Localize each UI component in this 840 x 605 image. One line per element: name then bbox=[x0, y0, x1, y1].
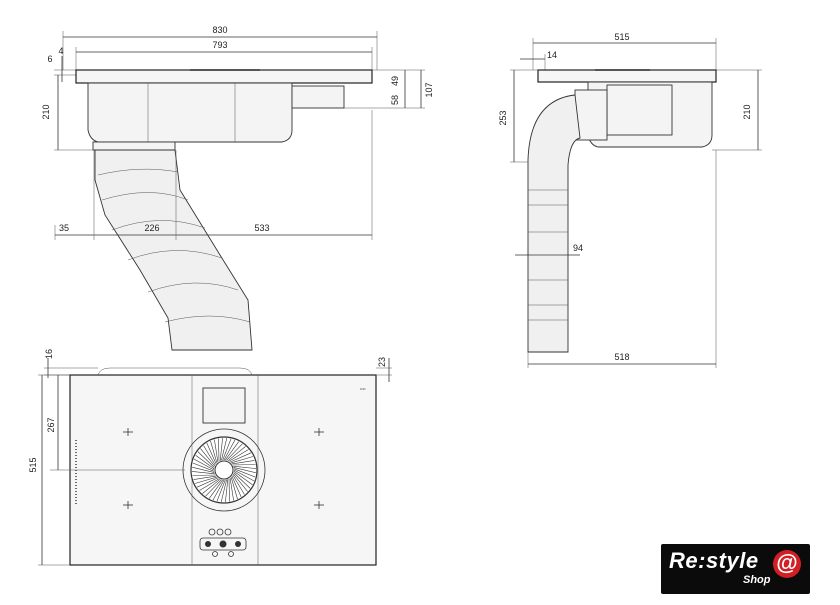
fan-blade-line bbox=[232, 474, 245, 495]
fan-blade-line bbox=[203, 445, 216, 466]
fan-blade-line bbox=[195, 454, 215, 469]
fan-blade-line bbox=[233, 471, 253, 486]
dim-94: 94 bbox=[573, 243, 583, 253]
fan-blade-line bbox=[206, 442, 217, 465]
dim-533: 533 bbox=[254, 223, 269, 233]
fan-blade-line bbox=[193, 475, 217, 480]
fan-blade-line bbox=[221, 438, 228, 461]
fan-blade-line bbox=[231, 460, 255, 465]
end-view: 515 14 253 210 94 bbox=[498, 32, 762, 368]
fan-blade-line bbox=[232, 464, 256, 466]
fan-blade-line bbox=[202, 478, 221, 494]
fan-blade-line bbox=[197, 451, 215, 468]
dim-16: 16 bbox=[44, 349, 54, 359]
fan-blade-line bbox=[205, 479, 222, 497]
fan-blade-line bbox=[192, 462, 215, 472]
fan-blade-line bbox=[218, 438, 220, 462]
fan-blade-line bbox=[193, 458, 215, 471]
fan-blade-line bbox=[222, 438, 232, 461]
dim-793: 793 bbox=[212, 40, 227, 50]
brand-name: Re:style bbox=[669, 548, 759, 573]
dim-518: 518 bbox=[614, 352, 629, 362]
fan-blade-line bbox=[200, 448, 216, 467]
side-collar bbox=[92, 141, 176, 151]
dim-49: 49 bbox=[390, 76, 400, 86]
fan-blade-line bbox=[219, 437, 223, 461]
dim-253: 253 bbox=[498, 110, 508, 125]
svg-text:••••: •••• bbox=[360, 386, 366, 391]
plan-controls bbox=[199, 528, 247, 557]
fan-blade-line bbox=[229, 477, 234, 501]
fan-blade-line bbox=[233, 465, 257, 469]
fan-blade-line bbox=[194, 476, 217, 484]
dim-830: 830 bbox=[212, 25, 227, 35]
dim-515-top: 515 bbox=[614, 32, 629, 42]
fan-blade-line bbox=[230, 477, 238, 500]
side-view: 830 793 6 4 210 bbox=[41, 25, 434, 351]
plan-vent-cover bbox=[202, 387, 246, 424]
fan-blade-line bbox=[220, 479, 227, 502]
fan-blade-line bbox=[233, 468, 256, 478]
side-cooktop-plate bbox=[75, 69, 373, 84]
dim-107: 107 bbox=[424, 82, 434, 97]
fan-grille-lines bbox=[191, 437, 257, 503]
fan-blade-line bbox=[229, 452, 252, 463]
fan-blade-line bbox=[192, 474, 216, 476]
dim-210-left: 210 bbox=[41, 104, 51, 119]
fan-blade-line bbox=[223, 439, 236, 461]
dim-23: 23 bbox=[377, 357, 387, 367]
brand-at-icon: @ bbox=[773, 550, 801, 578]
dim-4: 4 bbox=[58, 46, 63, 56]
dim-14: 14 bbox=[547, 50, 557, 60]
fan-blade-line bbox=[231, 475, 242, 498]
dim-6: 6 bbox=[47, 54, 52, 64]
fan-blade-line bbox=[231, 456, 254, 464]
fan-blade-line bbox=[228, 478, 230, 502]
fan-blade-line bbox=[208, 479, 223, 499]
plan-view: 16 267 bbox=[28, 349, 392, 566]
fan-blade-line bbox=[210, 440, 218, 463]
fan-blade-line bbox=[214, 439, 219, 463]
side-fan-module bbox=[291, 85, 345, 109]
side-housing bbox=[87, 82, 293, 143]
dim-267: 267 bbox=[46, 417, 56, 432]
fan-blade-line bbox=[212, 479, 225, 501]
fan-blade-line bbox=[226, 443, 243, 461]
side-duct bbox=[94, 149, 253, 351]
end-duct bbox=[527, 94, 581, 353]
fan-blade-line bbox=[192, 466, 215, 473]
dim-35: 35 bbox=[59, 223, 69, 233]
fan-blade-line bbox=[199, 478, 220, 491]
fan-blade-line bbox=[216, 479, 226, 502]
fan-blade-line bbox=[233, 467, 256, 474]
fan-blade-line bbox=[232, 473, 248, 492]
fan-blade-line bbox=[228, 449, 249, 462]
fan-blade-line bbox=[227, 446, 246, 462]
end-cooktop-plate bbox=[537, 69, 717, 83]
dim-210-right: 210 bbox=[742, 104, 752, 119]
dim-515-plan: 515 bbox=[28, 457, 38, 472]
brand-logo: Re:style @ Shop bbox=[661, 544, 810, 594]
fan-blade-line bbox=[196, 477, 219, 488]
dim-226: 226 bbox=[144, 223, 159, 233]
end-fan bbox=[606, 84, 673, 136]
fan-blade-line bbox=[233, 472, 251, 489]
fan-blade-line bbox=[225, 441, 240, 461]
fan-blade-line bbox=[233, 469, 255, 482]
dim-58: 58 bbox=[390, 95, 400, 105]
fan-blade-line bbox=[225, 479, 229, 503]
brand-sub: Shop bbox=[743, 574, 771, 586]
fan-blade-line bbox=[191, 471, 215, 475]
